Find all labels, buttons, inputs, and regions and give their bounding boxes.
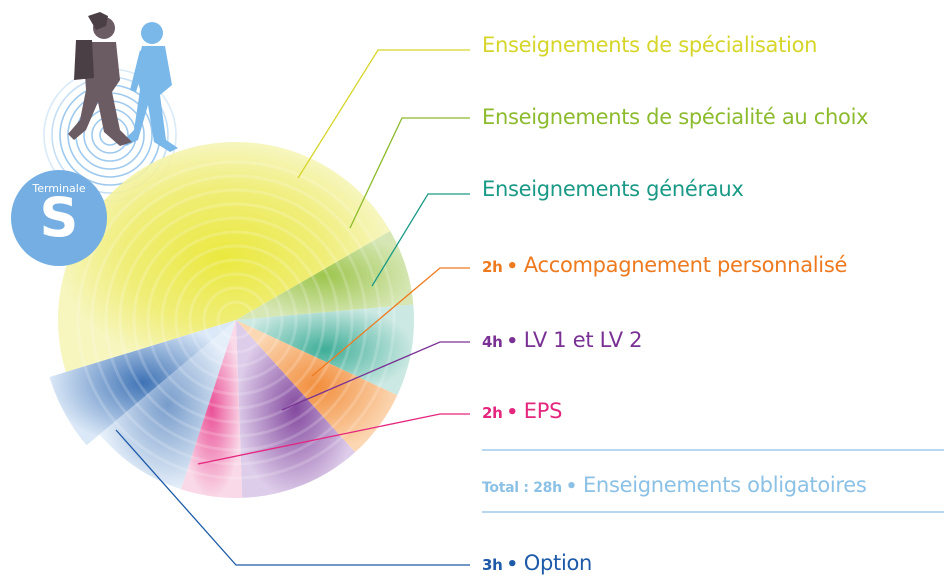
ripple-ring: [188, 272, 284, 368]
sector-lv1-lv2: [236, 320, 356, 498]
ripple-ring: [90, 174, 382, 466]
ripple-ring: [160, 244, 312, 396]
label-total-obligatoires: Total : 28h•Enseignements obligatoires: [482, 473, 867, 497]
leader-generaux: [371, 193, 470, 287]
sector-specialisation: [58, 141, 391, 372]
students-walking-icon: [68, 12, 178, 152]
terminale-s-badge: Terminale S: [11, 170, 107, 266]
pie-ripple-overlay: [76, 160, 396, 480]
sector-option-inner: [99, 320, 236, 490]
ripple-ring: [104, 188, 368, 452]
label-enseignements-generaux: Enseignements généraux: [482, 177, 744, 201]
leader-option: [115, 429, 470, 566]
badge-level: Terminale: [32, 182, 86, 195]
ripple-ring: [118, 202, 354, 438]
sector-accompagnement: [236, 320, 398, 453]
ripple-ring: [216, 300, 256, 340]
label-specialisation: Enseignements de spécialisation: [482, 33, 818, 57]
leader-specialisation: [297, 49, 470, 179]
leader-lines: [115, 49, 944, 566]
leader-eps: [197, 413, 470, 465]
label-lv1-lv2: 4h•LV 1 et LV 2: [482, 328, 643, 352]
leader-choix: [349, 117, 470, 229]
leader-accompagnement: [311, 267, 470, 377]
ripple-ring: [202, 286, 270, 354]
badge-series: S: [39, 186, 79, 249]
ripple-ring: [146, 230, 326, 410]
sector-option: [49, 320, 236, 446]
sector-specialite-au-choix: [236, 231, 414, 320]
leader-lv: [281, 341, 470, 411]
ripple-ring: [76, 160, 396, 480]
label-option: 3h•Option: [482, 551, 593, 575]
label-eps: 2h•EPS: [482, 399, 563, 423]
sector-eps: [181, 320, 243, 499]
label-accompagnement: 2h•Accompagnement personnalisé: [482, 253, 848, 277]
label-specialite-au-choix: Enseignements de spécialité au choix: [482, 105, 869, 129]
ripple-ring: [174, 258, 298, 382]
ripple-ring: [132, 216, 340, 424]
pie-sectors: [49, 141, 414, 499]
